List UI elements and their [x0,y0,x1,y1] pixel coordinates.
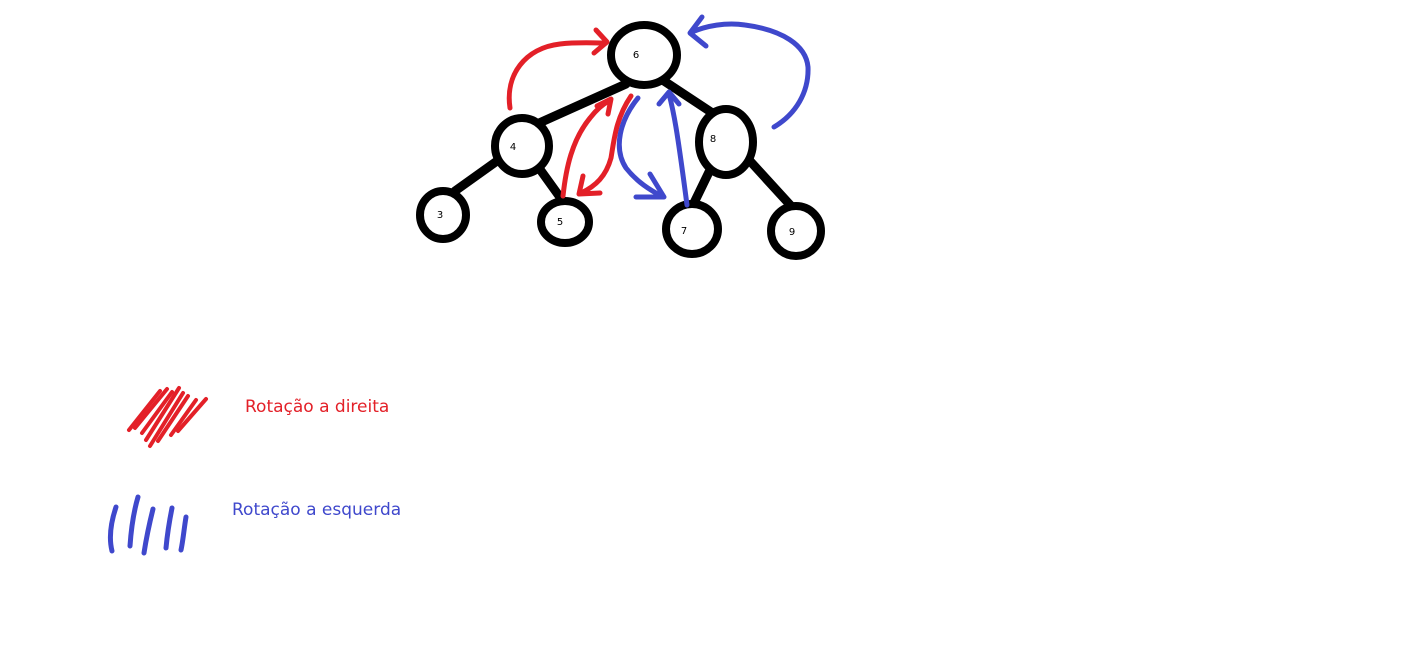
edge-6-4 [532,79,631,129]
node-4-circle [491,114,553,178]
edge-4-3 [450,156,502,196]
node-3-circle [416,187,470,243]
left-arrow-7-up [666,91,690,208]
node-5-circle [537,197,593,247]
right-rotation-arrows [506,27,634,199]
node-7-label: 7 [681,226,687,237]
node-8-label: 8 [710,134,716,145]
right-rotation-swatch [127,386,208,448]
left-arrow-8-to-root [689,21,811,130]
tree-edges [450,74,797,212]
node-9-label: 9 [789,227,795,238]
tree-nodes [416,21,825,260]
right-arrow-down-to-5 [578,93,634,196]
right-arrowhead-root [591,27,610,56]
right-arrowhead-up [594,96,614,117]
left-arrow-root-to-7 [616,95,666,200]
left-arrowhead-7 [633,171,667,200]
right-arrow-4-to-root [506,40,608,111]
left-arrowhead-up [656,89,682,107]
right-arrow-5-up [560,98,612,199]
node-3-label: 3 [437,210,443,221]
right-arrowhead-5 [576,173,603,197]
node-9-circle [767,202,825,260]
edge-8-9 [745,156,797,212]
left-rotation-swatch [107,494,189,556]
left-rotation-label: Rotação a esquerda [232,500,402,520]
edge-4-5 [534,163,567,205]
left-arrowhead-root [687,14,709,49]
node-7-circle [662,200,722,258]
node-5-label: 5 [557,217,563,228]
node-4-label: 4 [510,142,516,153]
node-labels: 6 4 8 3 5 7 9 [437,50,795,238]
right-rotation-label: Rotação a direita [245,397,390,417]
left-rotation-arrows [616,14,811,208]
edge-8-7 [688,167,714,210]
node-6-circle [607,21,681,89]
node-6-label: 6 [633,50,639,61]
node-8-circle [695,105,757,179]
